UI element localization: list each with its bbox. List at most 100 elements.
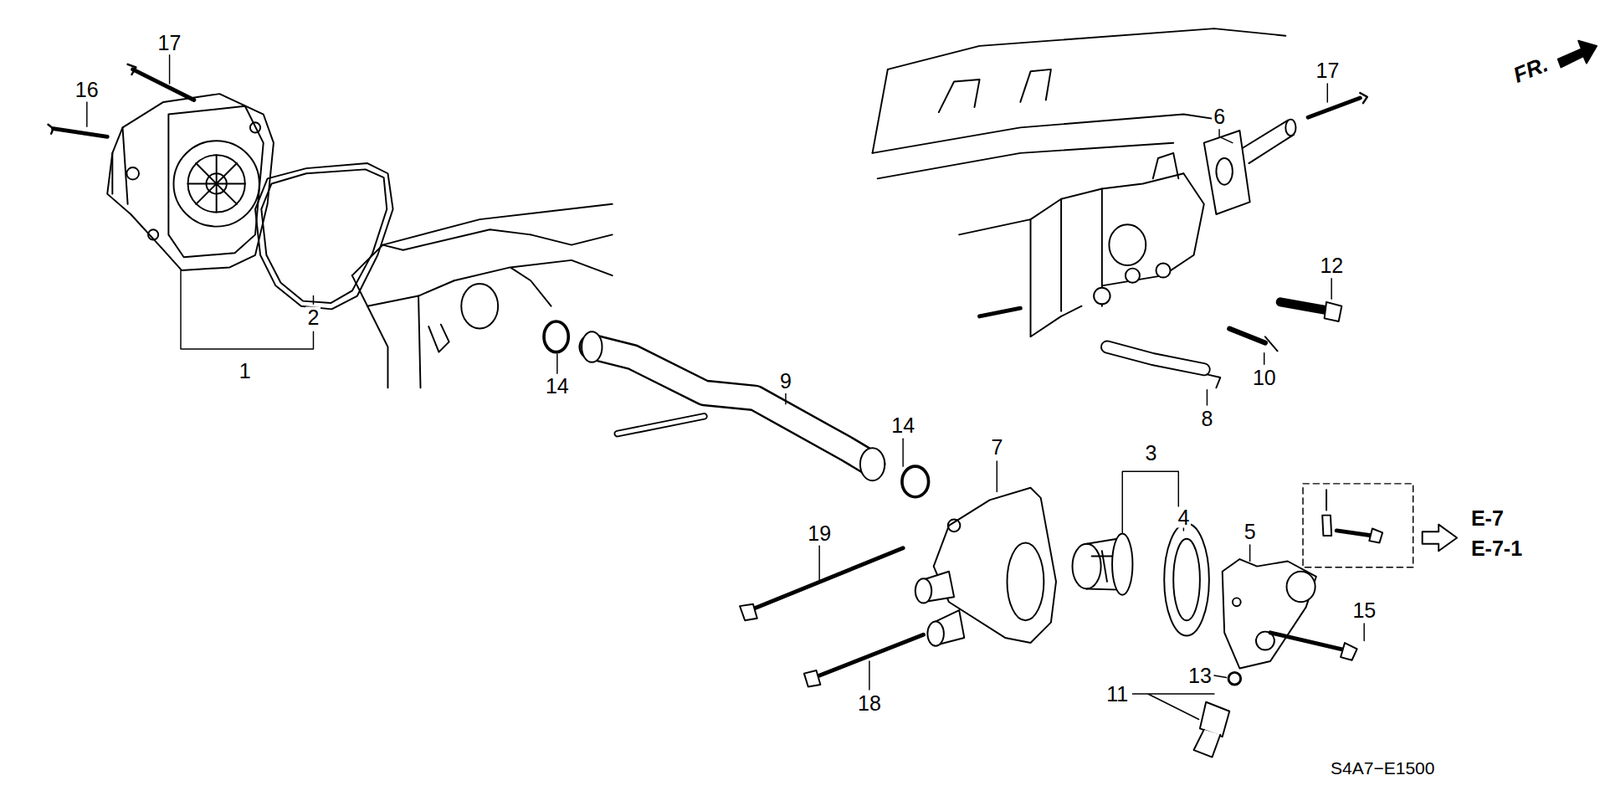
engine-block-shape bbox=[454, 260, 613, 307]
engine-block-shape bbox=[382, 229, 531, 250]
reference-box-shape bbox=[1336, 530, 1373, 536]
gasket-shape bbox=[255, 163, 394, 309]
o-ring-shape bbox=[543, 321, 569, 353]
thermostat-cover-shape bbox=[1232, 597, 1242, 606]
reference-box-shape bbox=[1302, 483, 1414, 568]
cylinder-head-shape bbox=[872, 114, 1226, 154]
callout-number: 18 bbox=[856, 692, 883, 714]
leader-line-shape bbox=[1330, 278, 1332, 299]
o-ring-shape bbox=[902, 466, 929, 498]
leader-line-shape bbox=[1206, 389, 1208, 406]
water-outlet-shape bbox=[1285, 119, 1296, 137]
thermostat-housing-shape bbox=[948, 519, 961, 533]
water-outlet-shape bbox=[1204, 130, 1251, 215]
callout-number: 14 bbox=[543, 374, 571, 396]
leader-line bbox=[87, 55, 1365, 720]
thermostat-shape bbox=[1112, 533, 1133, 595]
bolt-shape bbox=[1359, 92, 1368, 103]
callout-number: 2 bbox=[305, 307, 321, 329]
bolt-shape bbox=[739, 604, 758, 621]
bolt-shape bbox=[1307, 97, 1360, 118]
reference-code: E-7 bbox=[1469, 507, 1506, 529]
water-pump-shape bbox=[112, 127, 128, 204]
engine-block-shape bbox=[352, 204, 613, 276]
water-pump-shape bbox=[168, 106, 263, 257]
cylinder-head-shape bbox=[1030, 173, 1185, 220]
bolt-shape bbox=[804, 670, 821, 688]
sensor bbox=[1107, 302, 1342, 388]
leader-line-shape bbox=[1132, 693, 1215, 719]
thermostat-housing-shape bbox=[1006, 543, 1044, 621]
callout-number: 15 bbox=[1350, 600, 1378, 621]
leader-line-shape bbox=[556, 353, 558, 374]
reference-box-shape bbox=[1322, 489, 1332, 536]
cylinder-head-shape bbox=[872, 69, 888, 154]
cylinder-head-shape bbox=[1108, 224, 1146, 266]
connecting-pipe bbox=[581, 331, 885, 481]
thermostat-shape bbox=[1092, 550, 1113, 582]
bolt bbox=[48, 64, 1368, 138]
cylinder-head-shape bbox=[877, 143, 1175, 180]
bolt-shape bbox=[133, 69, 195, 101]
temperature-switch-shape bbox=[1194, 729, 1221, 758]
leader-line-shape bbox=[1219, 129, 1233, 144]
gasket bbox=[255, 163, 394, 309]
sensor-shape bbox=[1280, 302, 1327, 311]
thermostat-cover-shape bbox=[1222, 558, 1317, 668]
leader-line-shape bbox=[902, 438, 903, 467]
sensor-shape bbox=[1265, 336, 1278, 351]
leader-line-shape bbox=[86, 102, 88, 127]
engine-block-shape bbox=[461, 283, 498, 329]
thermostat-shape bbox=[1072, 543, 1102, 590]
water-pump-shape bbox=[126, 167, 139, 180]
cylinder-head-shape bbox=[958, 219, 1082, 337]
leader-line-shape bbox=[996, 461, 998, 493]
bolt-shape bbox=[128, 64, 137, 75]
sensor-shape bbox=[1107, 346, 1205, 370]
thermostat-gasket bbox=[1164, 523, 1210, 636]
gasket-shape bbox=[261, 169, 387, 303]
callout-number: 11 bbox=[1104, 683, 1130, 705]
cylinder-head-shape bbox=[1155, 263, 1170, 278]
sensor-shape bbox=[1324, 302, 1343, 322]
engine-block-shape bbox=[428, 324, 449, 353]
sensor-shape bbox=[1206, 374, 1221, 388]
bolt-shape bbox=[53, 128, 108, 138]
front-arrow-shape bbox=[1558, 41, 1597, 68]
bolt-shape bbox=[48, 124, 54, 134]
engine-block-shape bbox=[367, 296, 421, 389]
callout-number: 13 bbox=[1186, 665, 1214, 687]
connecting-pipe-shape bbox=[591, 346, 872, 464]
cylinder-head-shape bbox=[979, 307, 1021, 317]
engine-block-shape bbox=[530, 234, 613, 245]
cylinder-head bbox=[872, 28, 1287, 337]
leader-line-shape bbox=[1327, 83, 1329, 103]
cylinder-head-shape bbox=[1153, 153, 1179, 179]
leader-line-shape bbox=[818, 545, 820, 582]
callout-number: 7 bbox=[989, 436, 1005, 458]
thermostat-cover bbox=[1222, 558, 1317, 668]
callout-number: 12 bbox=[1317, 255, 1345, 277]
thermostat-housing bbox=[915, 487, 1057, 647]
engine-block bbox=[352, 204, 613, 388]
leader-line-shape bbox=[312, 296, 314, 305]
cylinder-head-shape bbox=[938, 69, 1052, 113]
front-arrow bbox=[1558, 41, 1597, 68]
callout-number: 4 bbox=[1176, 507, 1192, 529]
leader-line-shape bbox=[1122, 471, 1179, 533]
leader-line-shape bbox=[868, 661, 870, 690]
reference-code: E-7-1 bbox=[1469, 537, 1524, 559]
cylinder-head-shape bbox=[1093, 287, 1111, 305]
thermostat-cover-shape bbox=[1287, 571, 1316, 603]
water-pump-shape bbox=[188, 154, 246, 212]
thermostat bbox=[1072, 533, 1134, 595]
bolt bbox=[739, 548, 1358, 688]
cylinder-head-shape bbox=[1125, 268, 1140, 283]
callout-number: 3 bbox=[1143, 442, 1159, 464]
thermostat-gasket-shape bbox=[1164, 523, 1210, 636]
cylinder-head-shape bbox=[887, 28, 1286, 70]
cylinder-head-shape bbox=[1102, 173, 1205, 286]
connecting-pipe-shape bbox=[617, 415, 705, 434]
